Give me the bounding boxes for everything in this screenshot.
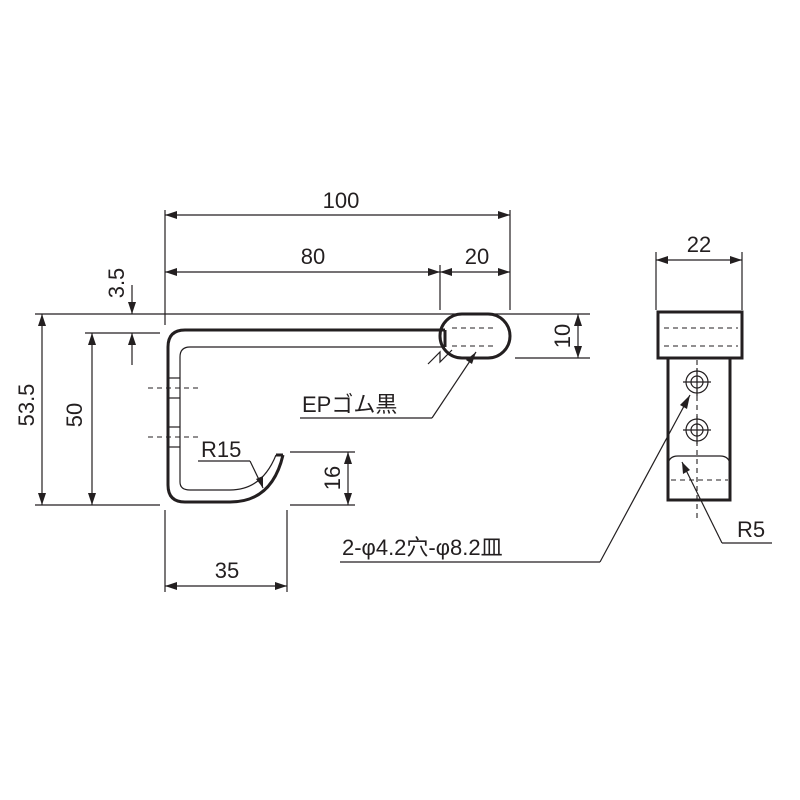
hook-outer-profile: [166, 328, 445, 504]
dim-35-label: 35: [215, 558, 239, 583]
rubber-break-mark: [427, 349, 453, 365]
arrow-10-bottom: [574, 346, 582, 358]
front-plate-outline: [666, 358, 732, 502]
r5-arrow: [682, 462, 690, 474]
arrow-80-right: [428, 268, 440, 276]
arrow-50-top: [88, 333, 96, 345]
arrow-20-right: [498, 268, 510, 276]
dim-22-label: 22: [687, 232, 711, 257]
dim-r5-label: R5: [737, 517, 765, 542]
arrow-53-5-bottom: [38, 493, 46, 505]
front-view: 22 R5 2-φ4.2穴-φ8.2皿: [340, 232, 772, 563]
arrow-16-top: [344, 452, 352, 464]
arrow-80-left: [165, 268, 177, 276]
rubber-note-arrow: [466, 352, 476, 364]
hook-inner-profile: [179, 346, 445, 491]
dim-r15-label: R15: [201, 437, 241, 462]
arrow-35-right: [275, 582, 287, 590]
arrow-22-left: [656, 256, 668, 264]
arrow-10-top: [574, 314, 582, 326]
dim-10-label: 10: [550, 324, 575, 348]
hole-note-leader: [599, 394, 691, 563]
arrow-3-5-down: [128, 302, 136, 314]
front-rubber-cap: [656, 310, 744, 360]
front-plate-hook-opening: [667, 455, 731, 478]
dim-16-label: 16: [320, 466, 345, 490]
arrow-16-bottom: [344, 493, 352, 505]
arrow-100-right: [498, 211, 510, 219]
arrow-53-5-top: [38, 314, 46, 326]
r5-leader: [681, 461, 723, 544]
hole-note-arrow: [680, 395, 690, 409]
arrow-50-bottom: [88, 493, 96, 505]
arrow-35-left: [165, 582, 177, 590]
dim-20-label: 20: [465, 244, 489, 269]
arrow-22-right: [730, 256, 742, 264]
arrow-3-5-up: [128, 333, 136, 345]
dim-3-5-label: 3.5: [104, 268, 129, 299]
dim-100-label: 100: [323, 188, 360, 213]
rubber-note-leader: [431, 351, 477, 419]
hole-note-label: 2-φ4.2穴-φ8.2皿: [342, 535, 503, 560]
arrow-100-left: [165, 211, 177, 219]
dim-50-label: 50: [62, 403, 87, 427]
rubber-note-label: EPゴム黒: [302, 392, 397, 417]
dim-53-5-label: 53.5: [14, 384, 39, 427]
r15-arrow: [256, 476, 263, 488]
dim-80-label: 80: [301, 244, 325, 269]
countersink-hole-2: [683, 416, 711, 444]
side-view: 100 80 20 3.5 53.5 50 10: [14, 188, 590, 592]
arrow-20-left: [440, 268, 452, 276]
